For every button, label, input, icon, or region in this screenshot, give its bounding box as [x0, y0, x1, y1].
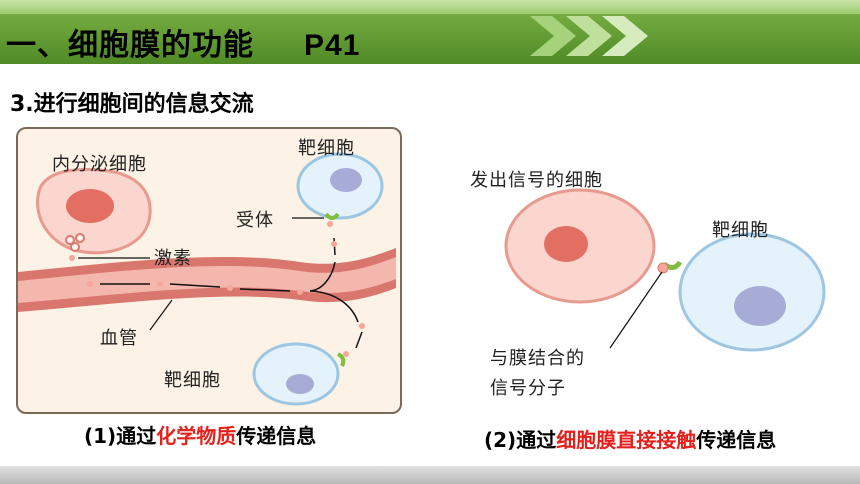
hormone-particle	[87, 281, 93, 287]
section-subtitle: 3.进行细胞间的信息交流	[10, 92, 254, 117]
header-band-highlight	[0, 0, 860, 14]
caption-contact: (2)通过细胞膜直接接触传递信息	[484, 428, 777, 452]
membrane-signal-molecule	[657, 262, 669, 274]
signal-cell-label: 发出信号的细胞	[470, 170, 603, 191]
hormone-particle	[157, 281, 163, 287]
caption-contact-highlight: 细胞膜直接接触	[556, 428, 697, 452]
hormone-particle	[331, 241, 337, 247]
target-cell-bottom-label: 靶细胞	[164, 370, 221, 391]
caption-chemical-highlight: 化学物质	[156, 424, 237, 448]
endocrine-nucleus	[66, 189, 114, 223]
hormone-particle	[297, 289, 303, 295]
target-cell-bottom	[252, 342, 340, 406]
bottom-bar	[0, 466, 860, 484]
signal-molecule-label-line1: 与膜结合的	[490, 348, 585, 369]
endocrine-cell-label: 内分泌细胞	[52, 154, 147, 175]
receptor-bottom	[337, 352, 346, 367]
page-reference: P41	[304, 29, 361, 62]
hormone-label: 激素	[154, 248, 192, 269]
chevron-arrows-icon	[530, 16, 648, 56]
target-cell-right-label: 靶细胞	[712, 220, 769, 241]
title-text: 一、细胞膜的功能	[6, 28, 254, 63]
caption-chemical: (1)通过化学物质传递信息	[84, 424, 317, 448]
hormone-particle	[359, 323, 365, 329]
hormone-particle	[227, 285, 233, 291]
receptor-top	[324, 212, 340, 220]
page-title: 一、细胞膜的功能 P41	[6, 20, 360, 64]
receptor-label: 受体	[236, 210, 274, 231]
blood-vessel-label: 血管	[100, 328, 138, 349]
target-cell-top-label: 靶细胞	[298, 138, 355, 159]
signal-molecule-label-line2: 信号分子	[490, 378, 566, 399]
